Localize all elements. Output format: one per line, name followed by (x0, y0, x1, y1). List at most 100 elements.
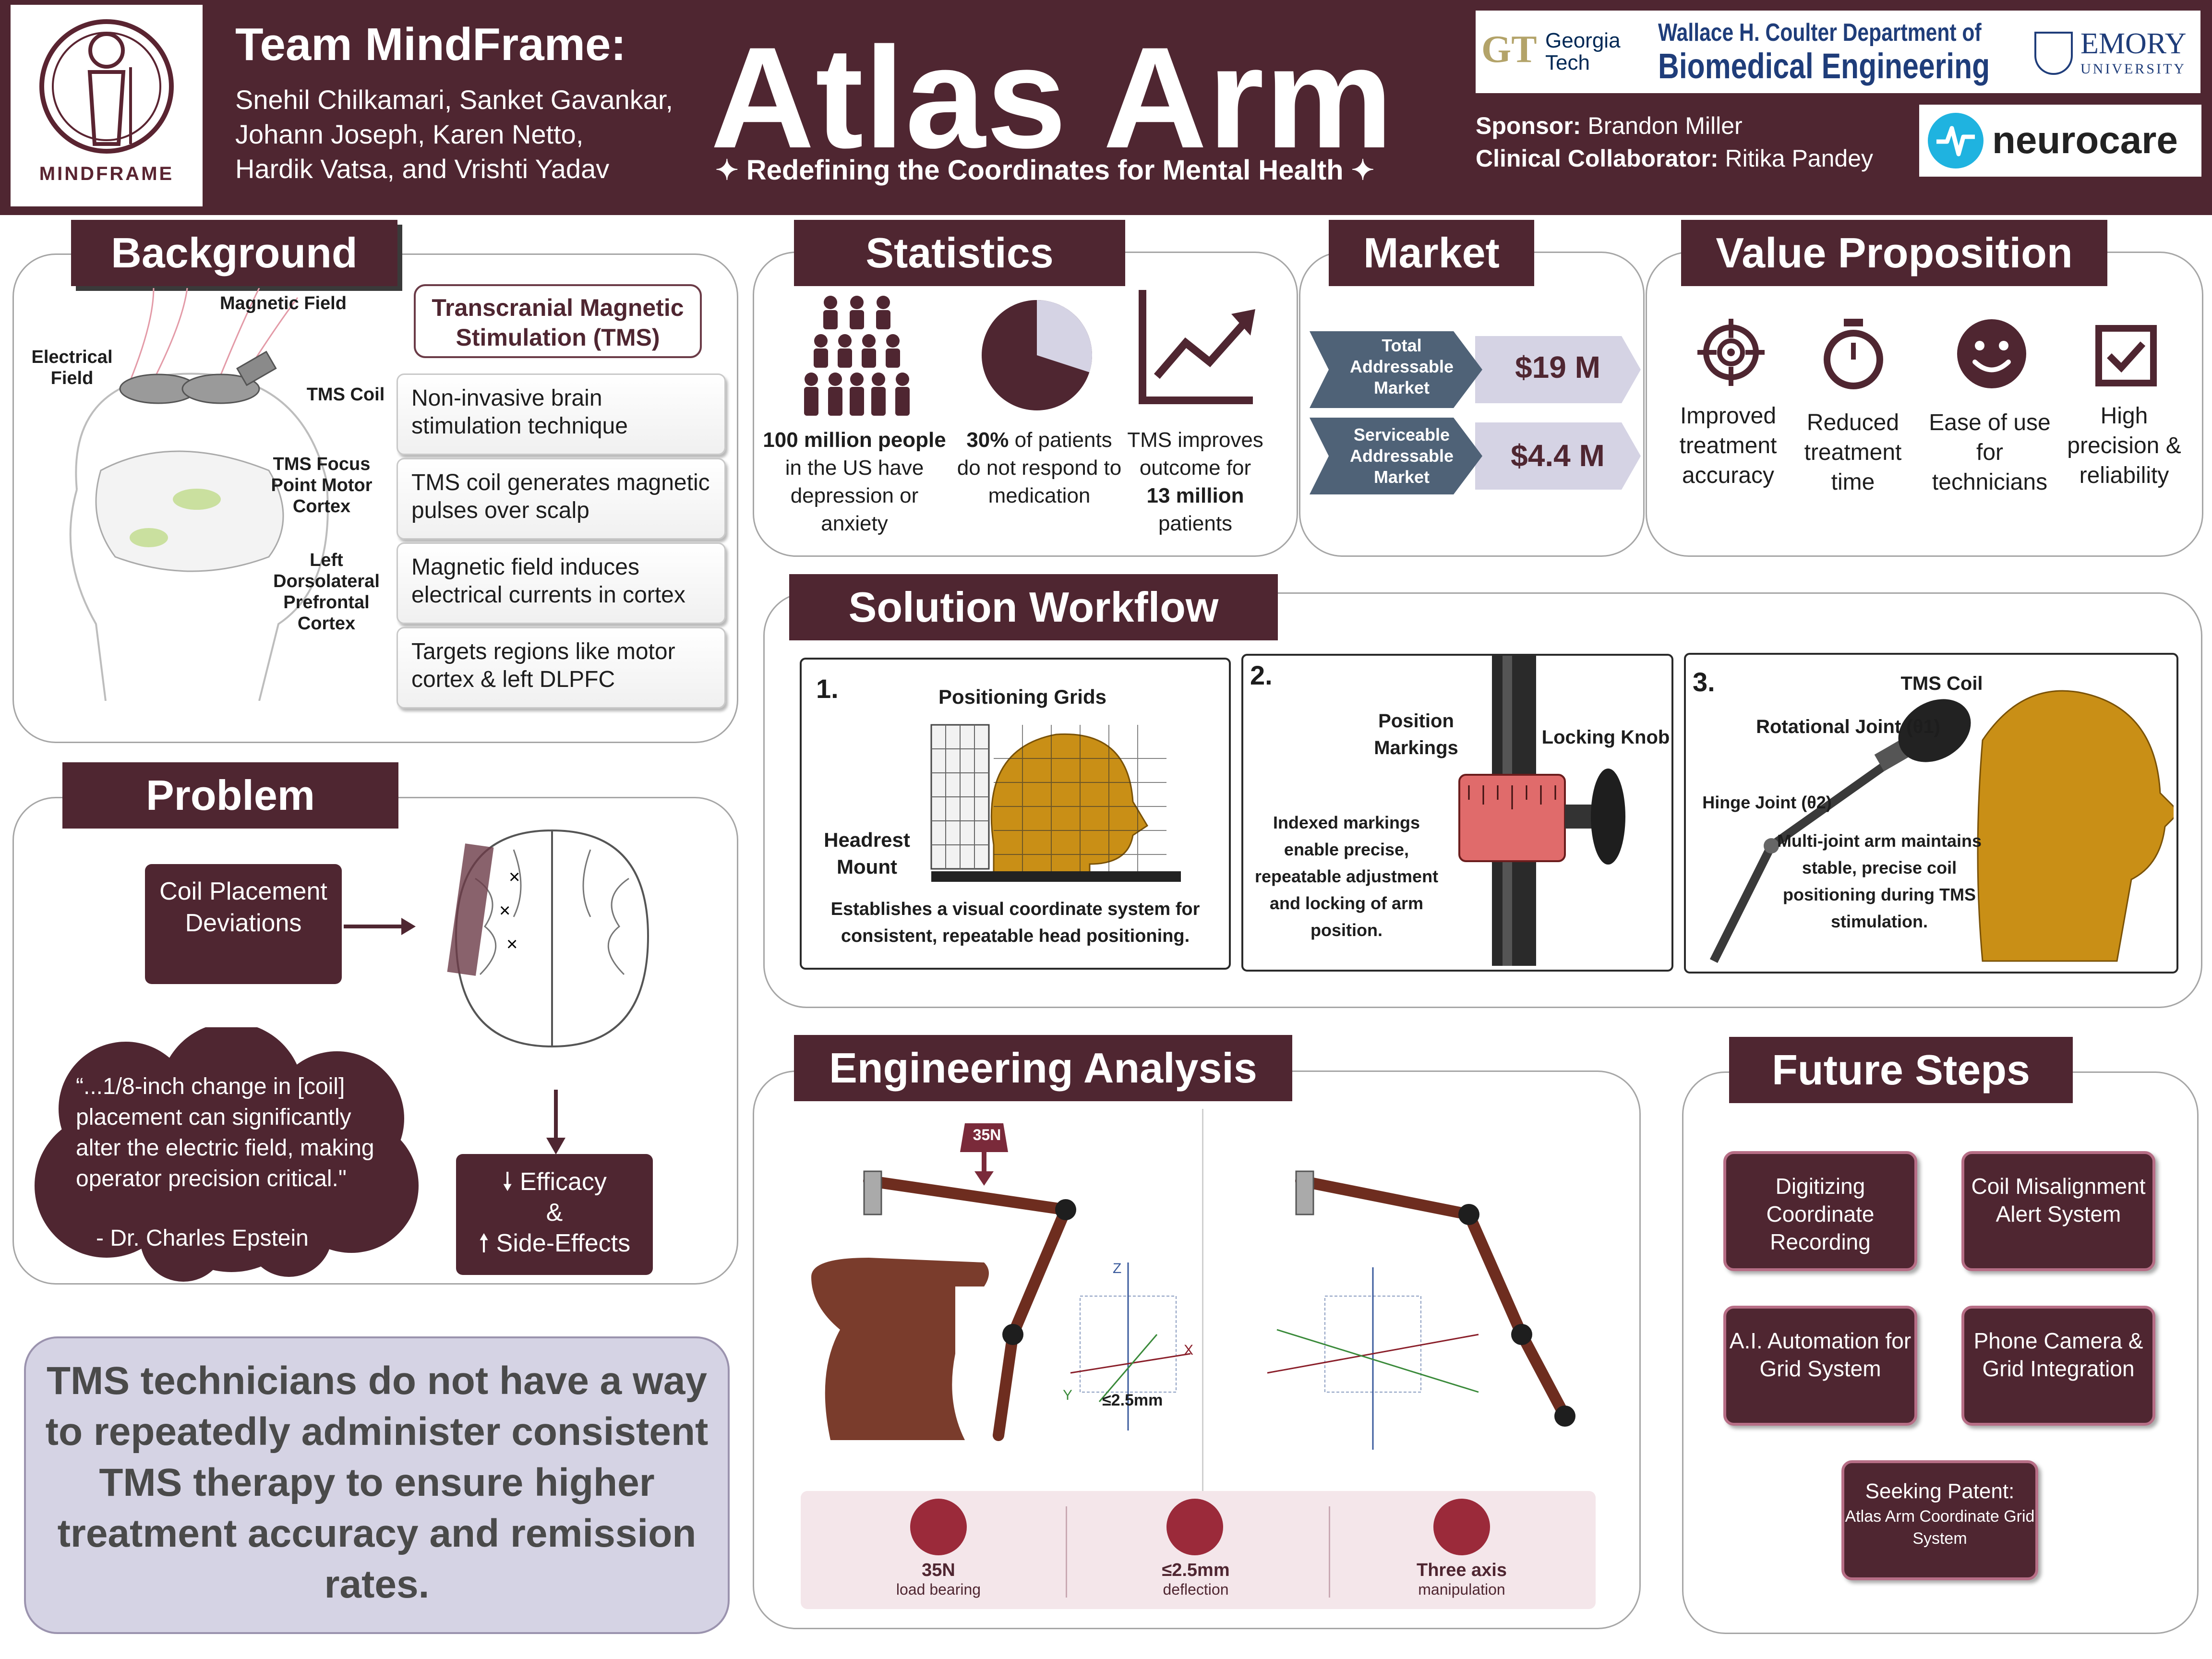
stat-tms-bold: 13 million (1146, 484, 1244, 507)
rotational-joint-label: Rotational Joint (θ1) (1756, 716, 1940, 737)
stat-people: 100 million people in the US have depress… (758, 426, 950, 538)
divider (1066, 1506, 1067, 1598)
bg-card: TMS coil generates magnetic pulses over … (397, 458, 726, 540)
emory-line1: EMORY (2080, 27, 2187, 60)
axis-x-label: X (1184, 1342, 1194, 1358)
step-3-desc: Multi-joint arm maintains stable, precis… (1777, 831, 1982, 931)
emory-shield-icon (2034, 32, 2073, 75)
stat-tms-pre: TMS improves outcome for (1127, 428, 1263, 480)
value-item: Ease of use for technicians (1929, 410, 2051, 495)
sponsor-label: Sponsor: (1476, 112, 1581, 139)
brain-top-view: × × × (447, 829, 649, 1048)
target-icon (1697, 319, 1765, 386)
tms-coil-label: TMS Coil (1900, 673, 1983, 694)
stat-people-rest: in the US have depression or anxiety (785, 456, 924, 535)
step-1-desc: Establishes a visual coordinate system f… (830, 899, 1200, 946)
tagline: ✦ Redefining the Coordinates for Mental … (715, 155, 1375, 186)
magnetic-field-label: Magnetic Field (220, 293, 347, 313)
axes-icon (1433, 1499, 1490, 1555)
step-number: 1. (816, 673, 839, 704)
step-2-desc: Indexed markings enable precise, repeata… (1254, 813, 1439, 940)
patent-box: Seeking Patent: Atlas Arm Coordinate Gri… (1841, 1460, 2038, 1580)
divider (1202, 1109, 1203, 1493)
bg-card: Magnetic field induces electrical curren… (397, 542, 726, 624)
neurocare-icon (1928, 113, 1984, 168)
sam-label: Serviceable Addressable Market (1349, 425, 1454, 487)
pie-slice (1037, 300, 1092, 373)
coulter-logo: Wallace H. Coulter Department of Biomedi… (1658, 18, 2063, 85)
load-tag: 35N (973, 1126, 1001, 1143)
deflection-tag: ≤2.5mm (1102, 1391, 1163, 1409)
patent-title: Seeking Patent: (1865, 1479, 2015, 1503)
coil-deviation-box: Coil Placement Deviations (145, 864, 342, 984)
members-line: Hardik Vatsa, and Vrishti Yadav (235, 154, 610, 184)
axis-y-label: Y (1063, 1387, 1073, 1403)
metric-value: 35N (922, 1560, 955, 1580)
metric-value: Three axis (1417, 1560, 1507, 1580)
tam-label: Total Addressable Market (1349, 336, 1454, 397)
value-item: Reduced treatment time (1804, 410, 1902, 495)
metric-label: deflection (1163, 1581, 1229, 1598)
georgia-tech-name: Georgia Tech (1545, 30, 1621, 74)
tms-coil-label: TMS Coil (306, 385, 385, 405)
headrest-mount-label: Headrest Mount (824, 829, 910, 878)
arm-head-illustration (1709, 690, 2174, 963)
metric: 35N load bearing (850, 1560, 1027, 1599)
logo-text: MINDFRAME (39, 163, 174, 184)
coulter-line2: Biomedical Engineering (1658, 46, 1990, 86)
members-line: Snehil Chilkamari, Sanket Gavankar, (235, 84, 673, 115)
svg-text:×: × (506, 934, 517, 955)
stat-nonresponse-rest: of patients do not respond to medication (957, 428, 1122, 507)
up-arrow-icon: 🠕 (478, 1229, 490, 1257)
step-number: 3. (1693, 667, 1715, 697)
positioning-grids-label: Positioning Grids (938, 685, 1106, 708)
quote-text: “...1/8-inch change in [coil] placement … (76, 1074, 374, 1191)
collab-label: Clinical Collaborator: (1476, 145, 1719, 172)
position-markings-illustration (1458, 656, 1625, 966)
value-heading: Value Proposition (1681, 220, 2107, 286)
metric-label: manipulation (1418, 1581, 1505, 1598)
cube-icon (1166, 1499, 1223, 1555)
bg-card: Targets regions like motor cortex & left… (397, 627, 726, 709)
trend-up-icon (1139, 290, 1255, 404)
workflow-heading: Solution Workflow (789, 574, 1278, 640)
coulter-line1: Wallace H. Coulter Department of (1658, 19, 1982, 47)
neurocare-logo: neurocare (1919, 105, 2201, 177)
statistics-heading: Statistics (794, 220, 1125, 286)
arrow-down-icon (546, 1090, 565, 1154)
metric-value: ≤2.5mm (1162, 1560, 1230, 1580)
sponsor-block: Sponsor: Brandon Miller Clinical Collabo… (1476, 109, 1873, 175)
market-heading: Market (1329, 220, 1534, 286)
emory-logo: EMORY UNIVERSITY (2080, 27, 2186, 77)
hinge-joint-label: Hinge Joint (θ2) (1702, 793, 1832, 812)
georgia-tech-logo: GT (1481, 28, 1537, 71)
step-number: 2. (1250, 660, 1273, 690)
team-members: Snehil Chilkamari, Sanket Gavankar, Joha… (235, 83, 691, 186)
efficacy-box: 🠗 Efficacy & 🠕 Side-Effects (456, 1154, 653, 1275)
gt-line2: Tech (1545, 51, 1590, 74)
members-line: Johann Joseph, Karen Netto, (235, 119, 584, 149)
poster-title: Atlas Arm (710, 17, 1394, 178)
metric: ≤2.5mm deflection (1107, 1560, 1285, 1599)
down-arrow-icon: 🠗 (502, 1168, 513, 1196)
collab-name: Ritika Pandey (1725, 145, 1874, 172)
problem-statement-box (24, 1336, 730, 1634)
future-item: Digitizing Coordinate Recording (1723, 1151, 1917, 1271)
problem-statement: TMS technicians do not have a way to rep… (45, 1359, 709, 1606)
partner-logos: GT Georgia Tech Wallace H. Coulter Depar… (1476, 11, 2200, 93)
bg-card: Non-invasive brain stimulation technique (397, 373, 726, 455)
mindframe-logo: MINDFRAME (11, 5, 203, 206)
engineering-heading: Engineering Analysis (794, 1035, 1292, 1101)
tam-value: $19 M (1515, 350, 1600, 385)
quote-cloud (35, 1027, 419, 1282)
neurocare-text: neurocare (1992, 119, 2178, 161)
patent-body: Atlas Arm Coordinate Grid System (1845, 1507, 2035, 1548)
stat-people-bold: 100 million people (763, 428, 946, 452)
tms-focus-label: TMS Focus Point Motor Cortex (271, 454, 373, 517)
svg-text:×: × (499, 900, 510, 921)
value-panel (1646, 252, 2203, 557)
value-item: Improved treatment accuracy (1679, 403, 1777, 488)
sponsor-name: Brandon Miller (1587, 112, 1743, 139)
three-axis-illustration (1267, 1170, 1575, 1450)
divider (1329, 1506, 1330, 1598)
